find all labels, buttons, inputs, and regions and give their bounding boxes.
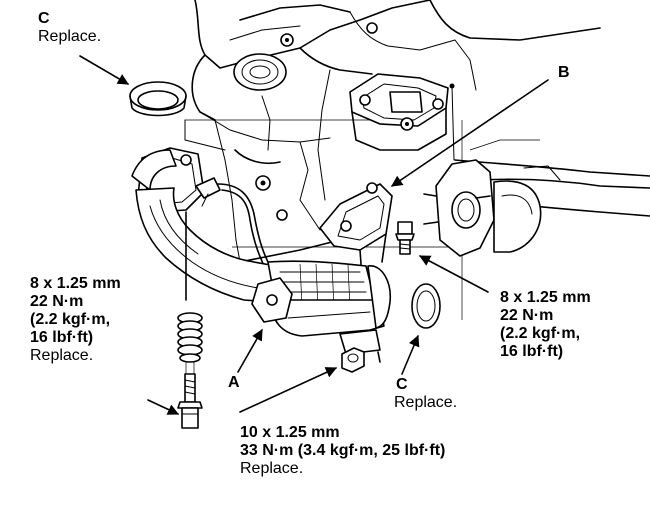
callout-b: B (558, 64, 570, 82)
exhaust-pipe-a (135, 187, 392, 363)
callout-nut-bottom: 10 x 1.25 mm 33 N·m (3.4 kgf·m, 25 lbf·f… (240, 424, 445, 478)
callout-c-bottom: C Replace. (394, 376, 457, 412)
bolt-size: 8 x 1.25 mm (500, 289, 591, 306)
callout-note: Replace. (394, 394, 458, 411)
callout-bolt-left: 8 x 1.25 mm 22 N·m (2.2 kgf·m, 16 lbf·ft… (30, 275, 121, 365)
center-bracket (319, 182, 393, 279)
callout-bolt-right: 8 x 1.25 mm 22 N·m (2.2 kgf·m, 16 lbf·ft… (500, 289, 591, 361)
nut-size: 10 x 1.25 mm (240, 424, 340, 441)
callout-note: Replace. (240, 460, 304, 477)
torque-kgf: (2.2 kgf·m, (500, 325, 581, 342)
callout-letter-c: C (38, 10, 50, 27)
callout-letter-a: A (228, 374, 240, 391)
torque-spec: 33 N·m (3.4 kgf·m, 25 lbf·ft) (240, 442, 446, 459)
gasket-c-bottom (411, 283, 441, 329)
callout-note: Replace. (38, 28, 102, 45)
torque-nm: 22 N·m (500, 307, 554, 324)
callout-a: A (228, 374, 240, 392)
bolt-size: 8 x 1.25 mm (30, 275, 121, 292)
bracket-bolt (395, 221, 415, 255)
gasket-c-top (129, 81, 187, 117)
spring-bolt-stack (177, 211, 203, 429)
mount-bracket-b (349, 73, 455, 161)
torque-lbf: 16 lbf·ft) (30, 329, 94, 346)
flange-nut (341, 347, 365, 373)
rear-exhaust-pipe (423, 139, 650, 257)
callout-arrows (79, 55, 549, 415)
torque-nm: 22 N·m (30, 293, 84, 310)
callout-c-top: C Replace. (38, 10, 101, 46)
callout-letter-b: B (558, 64, 570, 81)
torque-kgf: (2.2 kgf·m, (30, 311, 111, 328)
torque-lbf: 16 lbf·ft) (500, 343, 564, 360)
callout-note: Replace. (30, 347, 94, 364)
callout-letter-c: C (396, 376, 408, 393)
